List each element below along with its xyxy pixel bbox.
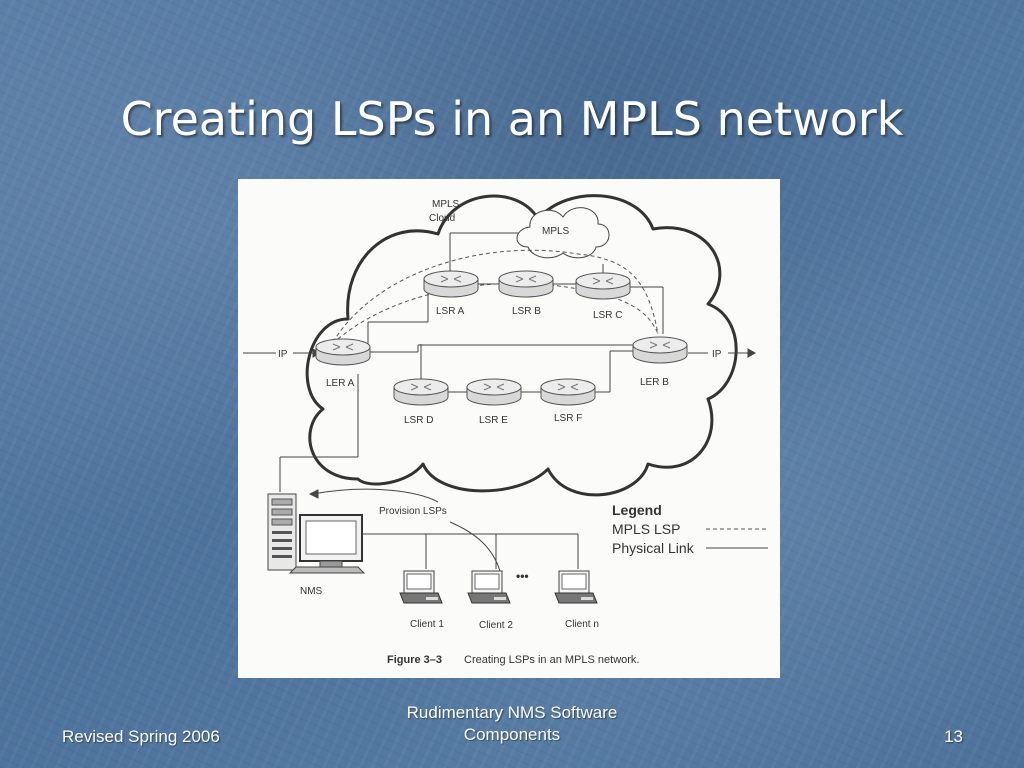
label-lsr-d: LSR D	[404, 415, 433, 426]
cloud-label-line2: Cloud	[429, 213, 455, 224]
footer-date: Revised Spring 2006	[62, 727, 220, 746]
legend-title: Legend	[612, 502, 662, 518]
provision-arrow	[308, 488, 501, 572]
label-lsr-f: LSR F	[554, 413, 582, 424]
network-figure: MPLS Cloud MPLS LSR A LSR B LSR C LER A …	[238, 179, 780, 678]
figure-caption-label: Figure 3–3	[387, 654, 442, 666]
figure-caption-text: Creating LSPs in an MPLS network.	[464, 654, 639, 666]
label-lsr-a: LSR A	[436, 306, 465, 317]
label-ip-in: IP	[278, 349, 288, 360]
router-ler-a	[315, 338, 371, 366]
footer-subject-line1: Rudimentary NMS Software	[406, 703, 618, 722]
label-client-2: Client 2	[479, 620, 513, 631]
label-client-n: Client n	[565, 619, 599, 630]
legend-mpls-lsp: MPLS LSP	[612, 521, 680, 537]
label-lsr-c: LSR C	[593, 310, 622, 321]
label-lsr-b: LSR B	[512, 306, 541, 317]
router-lsr-b	[498, 270, 554, 298]
mpls-diagram: MPLS Cloud MPLS LSR A LSR B LSR C LER A …	[243, 194, 768, 666]
label-ip-out: IP	[712, 349, 722, 360]
mpls-lsp-paths	[332, 249, 659, 343]
nms-computer-icon	[267, 493, 366, 574]
label-nms: NMS	[300, 586, 323, 597]
clients-ellipsis: •••	[516, 569, 529, 583]
label-ler-a: LER A	[326, 378, 355, 389]
page-number: 13	[944, 727, 963, 746]
client-1-laptop-icon	[399, 570, 443, 604]
router-lsr-d	[393, 378, 449, 406]
router-lsr-a	[423, 270, 479, 298]
inner-cloud-label: MPLS	[542, 226, 570, 237]
legend-physical-link: Physical Link	[612, 540, 695, 556]
client-2-laptop-icon	[467, 570, 511, 604]
router-ler-b	[632, 336, 688, 364]
label-provision-lsps: Provision LSPs	[379, 506, 447, 517]
footer-subject-line2: Components	[463, 725, 561, 744]
inner-mpls-cloud	[516, 207, 610, 259]
footer-subject: Rudimentary NMS Software Components	[362, 702, 662, 746]
router-lsr-e	[466, 378, 522, 406]
label-lsr-e: LSR E	[479, 415, 508, 426]
router-lsr-c	[575, 272, 631, 300]
cloud-label-line1: MPLS	[432, 199, 460, 210]
client-n-laptop-icon	[554, 570, 598, 604]
slide-title: Creating LSPs in an MPLS network	[120, 92, 904, 146]
router-lsr-f	[540, 378, 596, 406]
label-client-1: Client 1	[410, 619, 444, 630]
label-ler-b: LER B	[640, 377, 669, 388]
mpls-cloud-outline	[305, 194, 738, 497]
